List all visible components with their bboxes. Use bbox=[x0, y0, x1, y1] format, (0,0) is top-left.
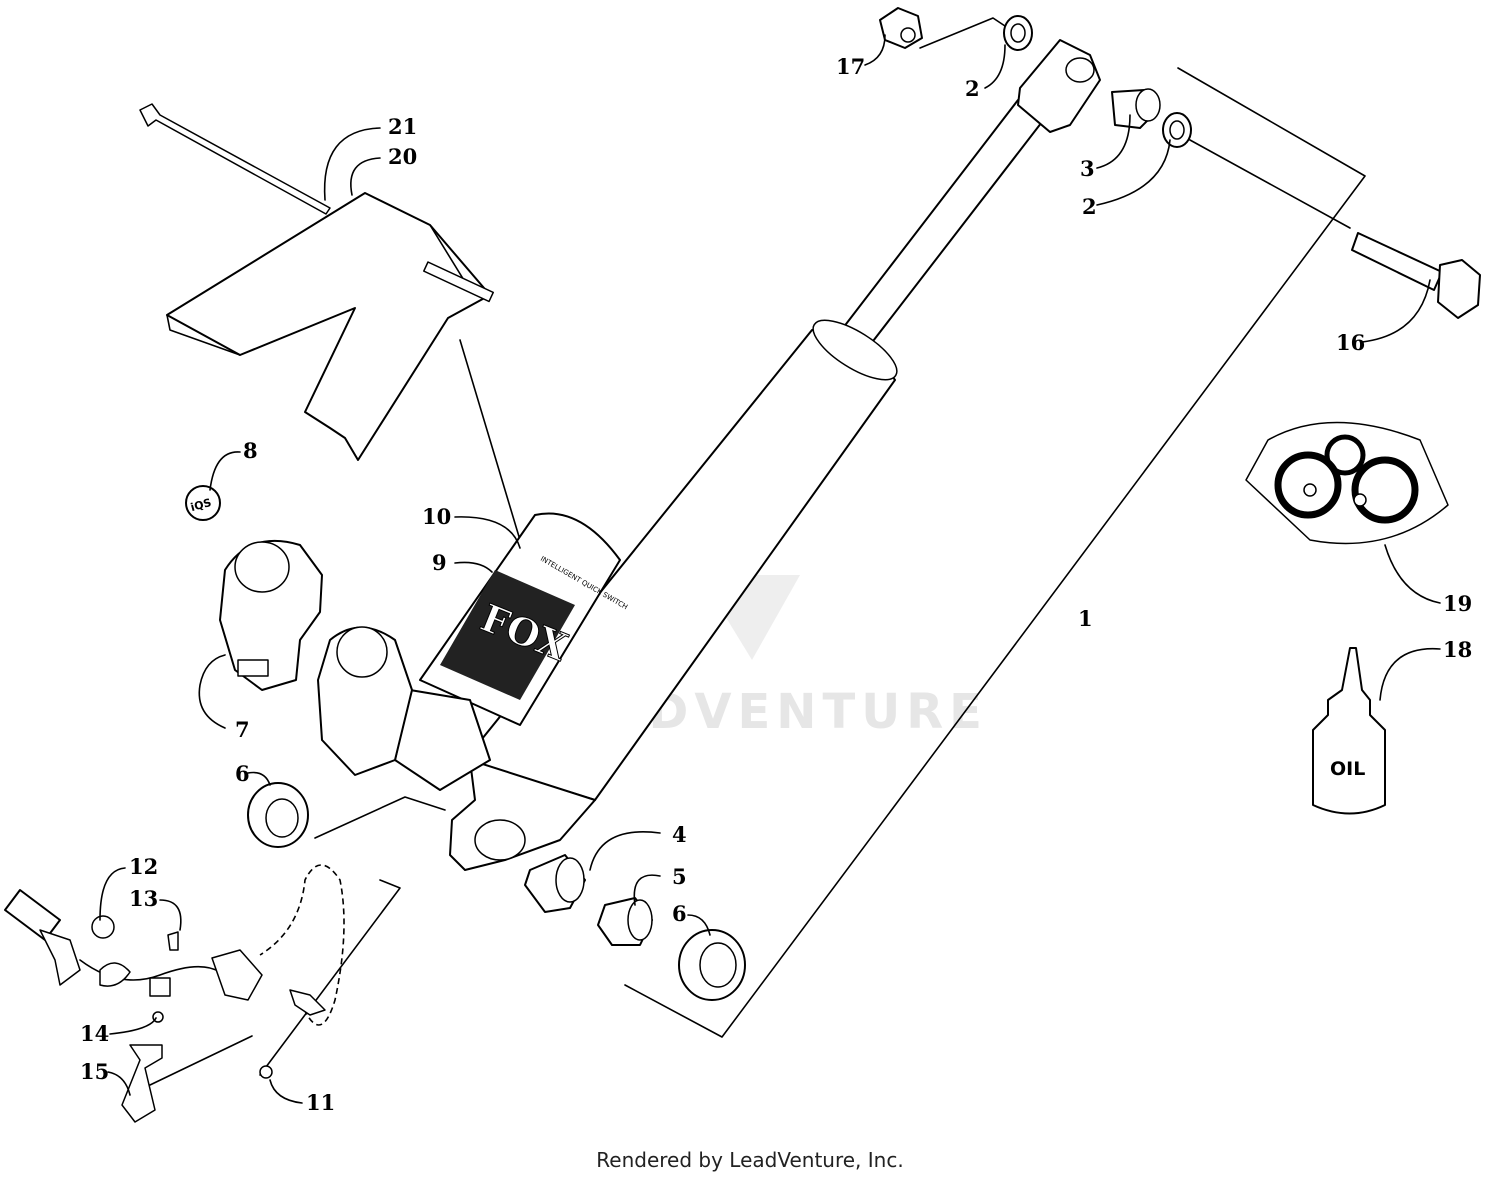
callout-7: 7 bbox=[235, 717, 250, 742]
callout-11: 11 bbox=[306, 1090, 335, 1115]
callout-6-right: 6 bbox=[672, 901, 687, 926]
callout-6-left: 6 bbox=[235, 761, 250, 786]
seal-kit bbox=[1245, 421, 1449, 545]
callout-18: 18 bbox=[1443, 637, 1472, 662]
callout-2-bottom: 2 bbox=[1082, 194, 1097, 219]
callout-8: 8 bbox=[243, 438, 258, 463]
nut bbox=[879, 7, 923, 49]
cable-tie bbox=[139, 103, 331, 215]
callout-labels: 1 2 2 3 4 5 6 6 7 8 9 10 11 12 13 14 15 … bbox=[80, 54, 1472, 1115]
badge-label: iQS bbox=[189, 496, 213, 514]
callout-17: 17 bbox=[836, 54, 865, 79]
callout-10: 10 bbox=[422, 504, 451, 529]
callout-12: 12 bbox=[129, 854, 158, 879]
switch-housing bbox=[219, 539, 323, 691]
bracket-lines bbox=[149, 17, 1366, 1086]
callout-19: 19 bbox=[1443, 591, 1472, 616]
callout-9: 9 bbox=[432, 550, 447, 575]
callout-1: 1 bbox=[1078, 606, 1093, 631]
washers bbox=[1003, 15, 1192, 148]
callout-2-top: 2 bbox=[965, 76, 980, 101]
callout-3: 3 bbox=[1080, 156, 1095, 181]
callout-4: 4 bbox=[672, 822, 687, 847]
iqs-badge: iQS bbox=[185, 485, 221, 521]
knob bbox=[317, 626, 413, 776]
callout-14: 14 bbox=[80, 1021, 109, 1046]
bolt bbox=[1351, 232, 1481, 319]
wiring-harness bbox=[4, 864, 345, 1123]
top-spacer bbox=[1111, 88, 1161, 129]
callout-15: 15 bbox=[80, 1059, 109, 1084]
callout-13: 13 bbox=[129, 886, 158, 911]
oil-bottle: OIL bbox=[1312, 647, 1386, 815]
oil-label: OIL bbox=[1330, 758, 1365, 780]
shock-absorber: INTELLIGENT QUICK SWITCH FOX bbox=[394, 39, 1101, 871]
heat-shield bbox=[166, 192, 495, 461]
leader-lines bbox=[99, 34, 1441, 1104]
callout-20: 20 bbox=[388, 144, 417, 169]
footer-credit: Rendered by LeadVenture, Inc. bbox=[596, 1148, 904, 1172]
callout-21: 21 bbox=[388, 114, 417, 139]
callout-5: 5 bbox=[672, 864, 687, 889]
callout-16: 16 bbox=[1336, 330, 1365, 355]
